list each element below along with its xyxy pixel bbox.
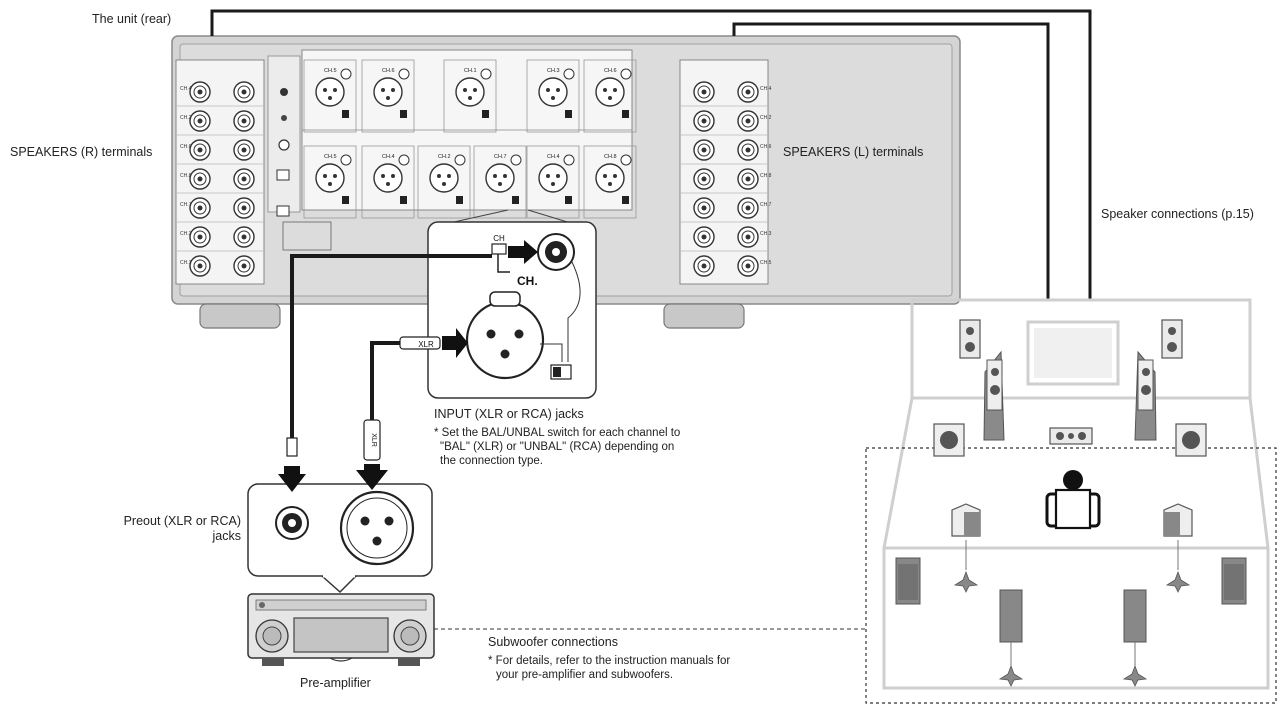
surround-back-speaker-left [895,557,921,605]
xlr-input-jack-small [595,77,625,107]
preamp-display [293,617,389,653]
xlr-input-jack-small [315,77,345,107]
xlr-input-jack-small [373,77,403,107]
xlr-input-jack-small [429,163,459,193]
xlr-input-jack-small [538,77,568,107]
rca-plug [491,243,507,255]
xlr-input-jack-small [455,77,485,107]
terminal-channel-label: CH.2 [760,115,772,121]
xlr-preout-jack [339,490,415,566]
xlr-input-jack-small [373,163,403,193]
front-presence-speaker-right [1161,319,1183,359]
surround-speaker-left [951,503,981,537]
input-jacks-note: * Set the BAL/UNBAL switch for each chan… [434,427,681,467]
front-speaker-right [1134,350,1157,441]
speaker-room [865,298,1277,704]
xlr-input-jack-small [595,163,625,193]
sound-direction-icon [1165,570,1191,593]
rca-input-jack-small [340,68,352,80]
terminal-channel-label: CH.6 [180,144,192,150]
input-channel-label: CH.5 [324,68,337,74]
input-channel-label: CH.1 [464,68,477,74]
sound-direction-icon [998,664,1024,687]
rca-input-jack-small [510,154,522,166]
surround-back-speaker-right [1221,557,1247,605]
speaker-terminals-l-panel: CH.4CH.2CH.6CH.8CH.7CH.3CH.5 [679,59,772,285]
xlr-input-jack [465,300,545,380]
floor-speaker-left [999,589,1023,643]
rca-plug-label: CH [493,234,505,243]
terminal-channel-label: CH.1 [180,260,192,266]
terminal-channel-label: CH.3 [760,231,772,237]
rca-input-jack-small [563,68,575,80]
input-channel-label: CH.3 [547,68,560,74]
input-channel-label: CH.5 [324,154,337,160]
input-channel-label: CH.7 [494,154,507,160]
front-speaker-left [983,350,1005,441]
xlr-input-jack-small [315,163,345,193]
floor-speaker-right [1123,589,1147,643]
speaker-terminals-r-panel: CH.4CH.2CH.6CH.8CH.7CH.3CH.1 [175,59,265,285]
rca-input-jack-small [340,154,352,166]
speaker-cable-right [732,22,1050,300]
channel-label: CH. [517,274,538,288]
input-channel-label: CH.4 [547,154,560,160]
speaker-connections-label: Speaker connections (p.15) [1101,207,1254,221]
rca-input-jack-small [398,154,410,166]
surround-speaker-right [1163,503,1193,537]
pre-amplifier [247,593,435,666]
xlr-input-jack-small [538,163,568,193]
unit-rear-label: The unit (rear) [92,12,172,26]
xlr-input-jack-small [485,163,515,193]
input-channel-label: CH.4 [382,154,395,160]
speaker-cable-left [210,9,1092,300]
terminal-channel-label: CH.3 [180,231,192,237]
front-presence-speaker-left [959,319,981,359]
terminal-channel-label: CH.4 [180,86,192,92]
subwoofer-note: * For details, refer to the instruction … [488,655,731,681]
subwoofer-connections-label: Subwoofer connections [488,635,618,649]
rca-input-jack-small [563,154,575,166]
center-speaker [1049,427,1093,445]
terminal-channel-label: CH.4 [760,86,772,92]
rca-input-jack-small [454,154,466,166]
front-height-speaker-left [933,423,965,457]
preout-callout [247,419,433,594]
terminal-channel-label: CH.2 [180,115,192,121]
rca-input-jack-small [480,68,492,80]
pre-amplifier-label: Pre-amplifier [300,676,371,690]
terminal-channel-label: CH.8 [760,173,772,179]
input-jacks-label: INPUT (XLR or RCA) jacks [434,407,584,421]
speakers-r-label: SPEAKERS (R) terminals [10,145,153,159]
speakers-l-label: SPEAKERS (L) terminals [783,145,924,159]
terminal-channel-label: CH.7 [180,202,192,208]
xlr-cable [370,341,400,420]
xlr-cable-plug-label: XLR [370,433,377,447]
rca-input-jack-small [620,154,632,166]
sound-direction-icon [953,570,979,593]
rca-cable [290,254,492,438]
unit-foot-left [199,303,281,329]
input-zoom-callout [399,209,597,399]
listener-icon [1045,470,1101,530]
input-channel-label: CH.6 [382,68,395,74]
sound-direction-icon [1122,664,1148,687]
input-channel-label: CH.8 [604,154,617,160]
terminal-channel-label: CH.8 [180,173,192,179]
terminal-channel-label: CH.5 [760,260,772,266]
input-channel-label: CH.2 [438,154,451,160]
front-height-speaker-right [1175,423,1207,457]
rca-input-jack-small [620,68,632,80]
terminal-channel-label: CH.6 [760,144,772,150]
control-column [267,55,332,251]
preout-jacks-label: Preout (XLR or RCA) jacks [123,514,241,543]
xlr-plug-label: XLR [418,340,434,349]
terminal-channel-label: CH.7 [760,202,772,208]
unit-foot-right [663,303,745,329]
input-channel-label: CH.6 [604,68,617,74]
rca-input-jack-small [398,68,410,80]
